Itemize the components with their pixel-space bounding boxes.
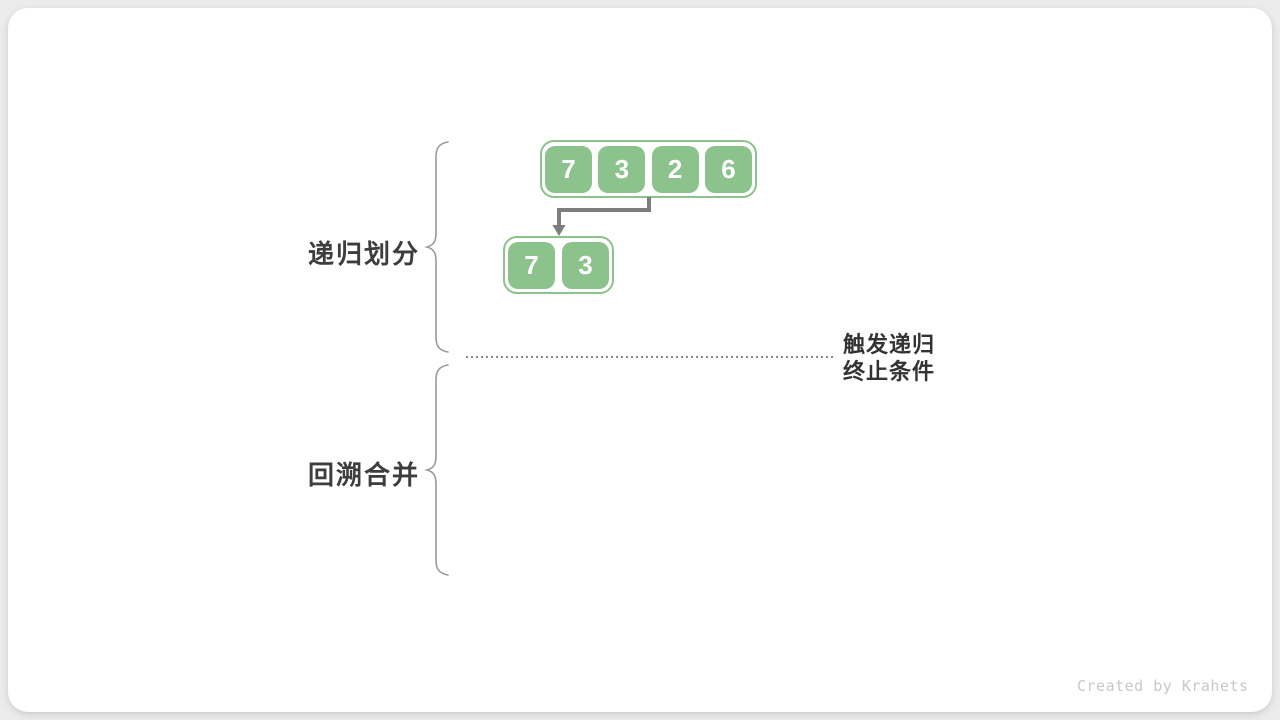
array-cell: 6: [704, 145, 752, 193]
curly-brace-divide-icon: [424, 141, 449, 353]
array-cell: 2: [651, 145, 699, 193]
array-cell: 3: [562, 241, 609, 289]
termination-line-2: 终止条件: [843, 359, 936, 384]
label-backtrack-merge: 回溯合并: [307, 460, 420, 490]
array-cell: 7: [508, 241, 555, 289]
watermark-credit: Created by Krahets: [1077, 677, 1249, 695]
array-cell: 3: [598, 145, 646, 193]
termination-dotted-line: [466, 356, 835, 358]
label-termination-condition: 触发递归 终止条件: [843, 331, 935, 385]
diagram-card: [8, 8, 1272, 712]
curly-brace-merge-icon: [424, 364, 449, 576]
label-recursive-divide: 递归划分: [307, 239, 420, 269]
array-level-1: 7 3 2 6: [540, 140, 757, 198]
array-cell: 7: [545, 145, 592, 193]
termination-line-1: 触发递归: [843, 332, 936, 357]
divide-arrow-icon: [552, 197, 651, 236]
array-level-2: 7 3: [503, 236, 614, 294]
